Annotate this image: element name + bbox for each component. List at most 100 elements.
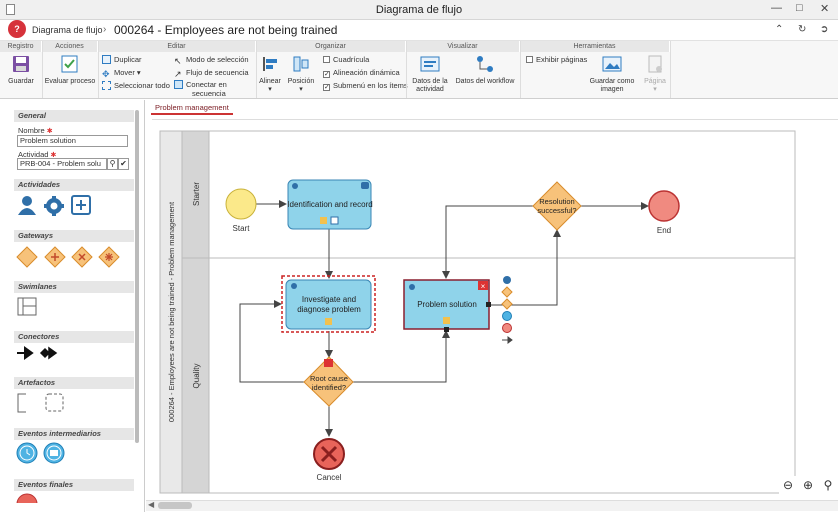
sequence-flow-button[interactable]: ↗Flujo de secuencia <box>174 68 249 79</box>
scroll-thumb[interactable] <box>158 502 192 509</box>
duplicate-icon <box>102 55 111 64</box>
checkbox-checked-icon: ✓ <box>323 84 330 91</box>
lane-starter-label: Starter <box>192 182 201 206</box>
cursor-icon: ↖ <box>174 56 182 66</box>
user-task-icon[interactable] <box>503 276 511 284</box>
exit-icon[interactable]: ➲ <box>820 24 829 35</box>
position-button[interactable]: Posición ▾ <box>286 55 316 94</box>
message-event-icon[interactable] <box>43 442 65 464</box>
close-icon[interactable]: ✕ <box>820 3 830 15</box>
minimize-icon[interactable]: — <box>771 2 782 14</box>
subprocess-icon[interactable] <box>71 195 91 215</box>
dynamic-align-checkbox[interactable]: ✓Alineación dinámica <box>323 68 400 78</box>
ribbon-divider <box>670 41 671 98</box>
position-icon <box>293 56 309 72</box>
confirm-icon[interactable]: ✔ <box>118 158 129 170</box>
checklist-icon <box>330 216 339 225</box>
end-event-icon[interactable] <box>502 323 512 333</box>
gateway-parallel-icon[interactable] <box>501 298 513 310</box>
workflow-data-button[interactable]: Datos del workflow <box>455 55 515 86</box>
section-activities: Actividades <box>14 179 134 191</box>
arrow-icon[interactable] <box>502 336 513 344</box>
move-icon: ✥ <box>102 69 110 79</box>
move-button[interactable]: ✥Mover ▾ <box>102 68 141 79</box>
annotation-icon[interactable] <box>17 393 26 413</box>
sequence-flow-icon[interactable] <box>17 346 34 360</box>
connection-handle[interactable] <box>486 302 491 307</box>
delete-badge-icon[interactable] <box>324 359 333 367</box>
breadcrumb-root[interactable]: Diagrama de flujo <box>32 25 103 35</box>
exclusive-gateway-icon[interactable] <box>16 246 38 268</box>
group-icon[interactable] <box>45 393 64 412</box>
zoom-out-icon[interactable]: ⊖ <box>779 476 797 494</box>
inclusive-gateway-icon[interactable] <box>71 246 93 268</box>
parallel-gateway-icon[interactable] <box>44 246 66 268</box>
gateway-resolution[interactable]: Resolution successful? <box>532 181 582 231</box>
selection-mode-button[interactable]: ↖Modo de selección <box>174 55 249 66</box>
zoom-fit-icon[interactable]: ⚲ <box>819 476 837 494</box>
name-input[interactable]: Problem solution <box>17 135 128 147</box>
flow-gw2-task2[interactable] <box>239 300 304 383</box>
bpmn-diagram: 000264 - Employees are not being trained… <box>159 130 796 494</box>
chevron-right-icon: › <box>103 24 107 35</box>
select-all-button[interactable]: Seleccionar todo <box>102 81 170 90</box>
maximize-icon[interactable]: □ <box>796 2 803 14</box>
user-task-icon[interactable] <box>18 196 36 215</box>
refresh-icon[interactable]: ↻ <box>798 24 807 35</box>
task-investigate[interactable]: Investigate and diagnose problem <box>281 275 376 333</box>
message-flow-icon[interactable] <box>39 346 58 360</box>
task-identification[interactable]: Identification and record <box>287 179 373 230</box>
task-problem-solution[interactable]: × Problem solution <box>403 279 491 332</box>
evaluate-process-button[interactable]: Evaluar proceso <box>44 55 96 86</box>
end-label: End <box>657 226 671 235</box>
canvas-hscrollbar[interactable] <box>146 500 838 511</box>
grid-checkbox[interactable]: Cuadrícula <box>323 55 369 64</box>
activities-palette <box>18 195 91 216</box>
cancel-label: Cancel <box>317 473 342 482</box>
intermediate-events-palette <box>16 442 65 464</box>
save-as-image-button[interactable]: Guardar como imagen <box>586 55 638 94</box>
end-event[interactable] <box>648 190 680 222</box>
timer-event-icon[interactable] <box>16 442 38 464</box>
ribbon-divider <box>42 41 43 98</box>
activity-data-button[interactable]: Datos de la actividad <box>410 55 450 94</box>
panel-scrollbar[interactable] <box>135 110 139 443</box>
save-button[interactable]: Guardar <box>6 55 36 86</box>
flow-gw1-task3[interactable] <box>442 205 533 279</box>
ribbon-divider <box>520 41 521 98</box>
gateway-icon[interactable] <box>501 286 513 298</box>
submenu-checkbox[interactable]: ✓Submenú en los ítems <box>323 81 408 91</box>
complex-gateway-icon[interactable] <box>98 246 120 268</box>
user-icon <box>291 283 297 289</box>
form-icon <box>325 318 332 325</box>
zoom-in-icon[interactable]: ⊕ <box>799 476 817 494</box>
select-all-icon <box>102 81 111 90</box>
intermediate-event-icon[interactable] <box>502 311 512 321</box>
activity-input[interactable]: PRB-004 - Problem solu <box>17 158 107 170</box>
cancel-event[interactable] <box>313 438 345 470</box>
end-event-palette-icon[interactable] <box>16 493 40 503</box>
swimlane-icon[interactable] <box>17 297 39 317</box>
collapse-icon[interactable]: ⌃ <box>775 24 784 35</box>
floppy-icon <box>13 56 29 72</box>
svg-text:diagnose problem: diagnose problem <box>297 305 361 314</box>
connection-handle[interactable] <box>444 327 449 332</box>
tab-problem-management[interactable]: Problem management <box>151 102 233 115</box>
svg-text:Problem solution: Problem solution <box>417 300 477 309</box>
flow-gw2-task3[interactable] <box>353 330 450 383</box>
start-label: Start <box>233 224 251 233</box>
start-event[interactable] <box>225 188 257 220</box>
gateway-root-cause[interactable]: Root cause identified? <box>303 356 354 407</box>
evaluate-icon <box>61 55 78 73</box>
show-pages-checkbox[interactable]: Exhibir páginas <box>526 55 587 64</box>
scroll-left-icon[interactable]: ◀ <box>148 500 155 509</box>
search-icon[interactable]: ⚲ <box>107 158 118 170</box>
message-badge-icon <box>361 182 369 189</box>
automatic-task-icon[interactable] <box>44 196 64 216</box>
page-button[interactable]: Página ▾ <box>642 55 668 94</box>
align-button[interactable]: Alinear ▾ <box>258 55 282 94</box>
delete-badge-icon[interactable] <box>478 281 488 290</box>
section-connectors: Conectores <box>14 331 134 343</box>
duplicate-button[interactable]: Duplicar <box>102 55 142 64</box>
